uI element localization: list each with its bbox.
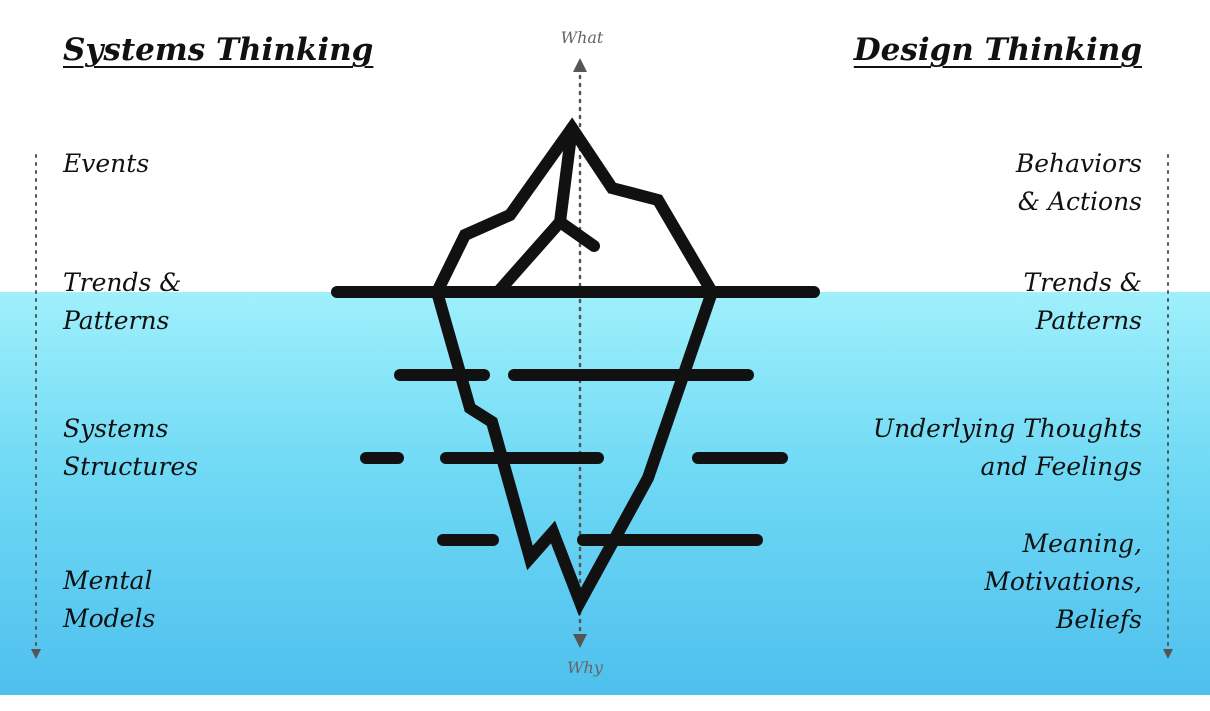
left-level-structures: Systems Structures — [63, 410, 198, 486]
level-line: & Actions — [1017, 187, 1142, 216]
arrow-up-icon — [573, 58, 587, 72]
iceberg-underwater-outline — [431, 286, 718, 617]
right-level-beliefs: Meaning, Motivations, Beliefs — [984, 525, 1142, 639]
level-line: Meaning, — [1022, 529, 1142, 558]
systems-thinking-title: Systems Thinking — [63, 32, 374, 68]
level-line: and Feelings — [980, 452, 1142, 481]
left-axis-arrow-icon — [31, 649, 41, 659]
level-line: Models — [63, 604, 156, 633]
level-line: Mental — [63, 566, 153, 595]
current-lines — [360, 369, 788, 546]
arrow-down-icon — [573, 634, 587, 648]
level-line: Motivations, — [984, 567, 1142, 596]
level-line: Patterns — [1035, 306, 1142, 335]
level-line: Beliefs — [1055, 605, 1142, 634]
left-level-trends: Trends & Patterns — [63, 264, 182, 340]
left-level-events: Events — [63, 145, 149, 183]
level-line: Underlying Thoughts — [873, 414, 1142, 443]
right-level-behaviors: Behaviors & Actions — [1016, 145, 1142, 221]
level-line: Patterns — [63, 306, 170, 335]
level-line: Events — [63, 149, 150, 178]
what-label: What — [560, 28, 604, 47]
level-line: Trends & — [63, 268, 182, 297]
right-level-trends: Trends & Patterns — [1023, 264, 1142, 340]
left-level-mental-models: Mental Models — [63, 562, 155, 638]
level-line: Systems — [63, 414, 169, 443]
iceberg-icon — [431, 117, 718, 617]
design-thinking-title: Design Thinking — [853, 32, 1142, 68]
why-label: Why — [567, 658, 603, 677]
iceberg-crack-branch — [554, 216, 600, 252]
level-line: Structures — [63, 452, 198, 481]
water-background — [0, 292, 1210, 695]
right-level-thoughts: Underlying Thoughts and Feelings — [873, 410, 1142, 486]
level-line: Trends & — [1023, 268, 1142, 297]
level-line: Behaviors — [1015, 149, 1142, 178]
right-axis-arrow-icon — [1163, 649, 1173, 659]
